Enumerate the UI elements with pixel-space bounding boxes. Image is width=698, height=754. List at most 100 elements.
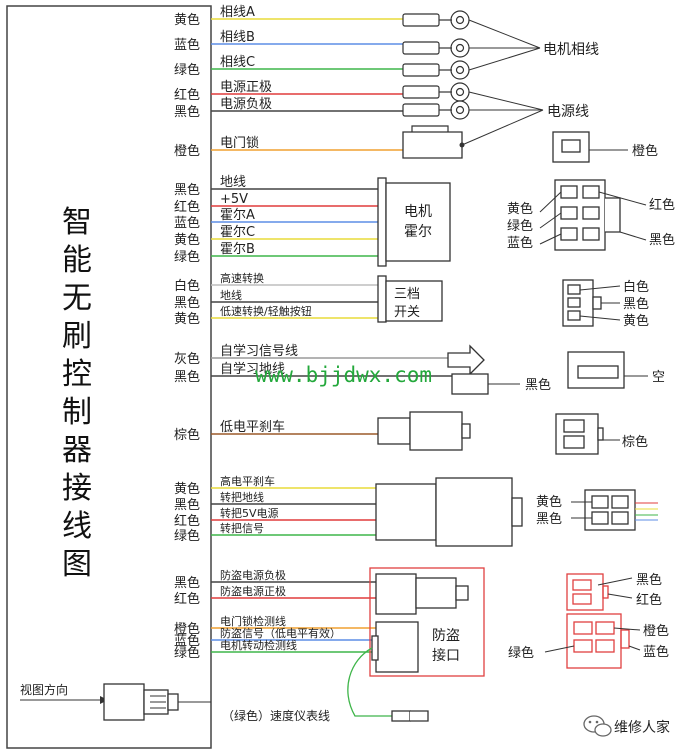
controller-title-char: 器 (62, 433, 92, 468)
wire-function-label: 霍尔A (220, 208, 255, 223)
motor-phase-label: 电机相线 (543, 42, 599, 58)
controller-title-char: 图 (62, 547, 92, 582)
wire-function-label: 转把5V电源 (220, 506, 279, 520)
speedometer-label: （绿色）速度仪表线 (222, 708, 330, 723)
antitheft-bottom-green: 绿色 (508, 645, 534, 661)
wire-function-label: 自学习信号线 (220, 343, 298, 359)
wire-color-label: 绿色 (174, 249, 200, 265)
brake-socket-brown: 棕色 (622, 434, 648, 450)
wire-function-label: 霍尔B (220, 242, 255, 257)
wire-color-label: 红色 (174, 87, 200, 103)
wire-color-label: 黑色 (174, 182, 200, 198)
speedometer-wire (347, 647, 392, 717)
wire-function-label: +5V (220, 192, 248, 207)
wire-function-label: 相线C (220, 55, 255, 70)
wire-function-label: 防盗电源正极 (220, 584, 286, 598)
wire-color-label: 棕色 (174, 427, 200, 443)
wire-color-label: 红色 (174, 199, 200, 215)
brand-mark: 维修人家 (583, 715, 670, 737)
wire-function-label: 防盗信号（低电平有效） (220, 626, 341, 640)
wire-function-label: 电源正极 (220, 80, 272, 95)
antitheft-box-line1: 防盗 (432, 628, 460, 644)
learn-plug (447, 344, 520, 395)
wire-color-label: 橙色 (174, 621, 200, 637)
throttle-plug (375, 477, 523, 547)
wire-function-label: 高速转换 (220, 271, 264, 285)
controller-title-char: 无 (62, 281, 92, 316)
antitheft-bottom-blue: 蓝色 (643, 644, 669, 660)
wire-color-label: 白色 (174, 278, 200, 294)
lock-plug (402, 125, 465, 159)
watermark: www.bjjdwx.com (255, 363, 432, 387)
gear-pin-yellow: 黄色 (623, 313, 649, 329)
controller-title-char: 能 (62, 243, 92, 278)
wire-function-label: 低速转换/轻触按钮 (220, 304, 312, 318)
power-line-label: 电源线 (547, 104, 589, 120)
view-direction-label: 视图方向 (20, 682, 68, 697)
wire-function-label: 相线A (220, 5, 255, 20)
hall-box-line1: 电机 (404, 204, 432, 220)
speedometer-terminal (391, 710, 429, 722)
gear-switch-box (377, 275, 443, 323)
wire-color-label: 黄色 (174, 12, 200, 28)
wire-function-label: 电门锁检测线 (220, 614, 286, 628)
gear-pin-black: 黑色 (623, 296, 649, 312)
antitheft-top-red: 红色 (636, 592, 662, 608)
antitheft-bottom-orange: 橙色 (643, 623, 669, 639)
wire-color-label: 红色 (174, 591, 200, 607)
wire-color-label: 黑色 (174, 497, 200, 513)
wire-color-label: 黑色 (174, 104, 200, 120)
hall-pin-yellow: 黄色 (507, 201, 533, 217)
hall-connector (539, 179, 647, 251)
hall-pin-green: 绿色 (507, 218, 533, 234)
controller-body (6, 5, 212, 749)
wire-rows: 黄色相线A蓝色相线B绿色相线C红色电源正极黑色电源负极橙色电门锁黑色地线红色+5… (174, 5, 462, 661)
wire-color-label: 红色 (174, 513, 200, 529)
power-terminals (402, 82, 470, 120)
wire-function-label: 电机转动检测线 (220, 638, 297, 652)
learn-socket-black: 黑色 (525, 377, 551, 393)
wire-color-label: 蓝色 (174, 215, 200, 231)
wire-color-label: 黑色 (174, 369, 200, 385)
wire-function-label: 相线B (220, 30, 255, 45)
gear-box-line1: 三档 (394, 287, 420, 302)
controller-title-char: 刷 (62, 319, 92, 354)
view-direction-connector (103, 683, 211, 721)
wire-color-label: 黑色 (174, 295, 200, 311)
controller-title-char: 线 (62, 509, 92, 544)
throttle-pin-yellow: 黄色 (536, 494, 562, 510)
gear-connector (562, 279, 621, 327)
gear-pin-white: 白色 (623, 279, 649, 295)
hall-box (377, 177, 451, 267)
wechat-icon (583, 715, 612, 737)
wire-function-label: 电源负极 (220, 97, 272, 112)
wire-function-label: 高电平刹车 (220, 474, 275, 488)
hall-box-line2: 霍尔 (404, 224, 432, 240)
wire-color-label: 绿色 (174, 645, 200, 661)
brand-name: 维修人家 (614, 719, 670, 736)
wire-function-label: 电门锁 (220, 135, 259, 151)
wire-color-label: 蓝色 (174, 37, 200, 53)
power-leader-lines (461, 91, 544, 146)
controller-title-char: 接 (62, 471, 92, 506)
wire-color-label: 蓝色 (174, 633, 200, 649)
wire-color-label: 绿色 (174, 528, 200, 544)
wire-function-label: 地线 (220, 288, 242, 302)
wire-function-label: 自学习地线 (220, 361, 285, 377)
wire-color-label: 黄色 (174, 232, 200, 248)
controller-title-char: 制 (62, 395, 92, 430)
antitheft-connector-bottom (544, 613, 641, 669)
wire-color-label: 橙色 (174, 143, 200, 159)
wire-color-label: 黄色 (174, 311, 200, 327)
learn-socket (567, 351, 648, 389)
antitheft-box-line2: 接口 (432, 647, 460, 664)
wire-function-label: 转把信号 (220, 521, 264, 535)
wire-color-label: 绿色 (174, 62, 200, 78)
brake-plug (377, 411, 471, 451)
wire-color-label: 灰色 (174, 351, 200, 367)
antitheft-connector-top (566, 573, 633, 611)
wire-color-label: 黄色 (174, 481, 200, 497)
lock-socket-label: 橙色 (632, 143, 658, 159)
